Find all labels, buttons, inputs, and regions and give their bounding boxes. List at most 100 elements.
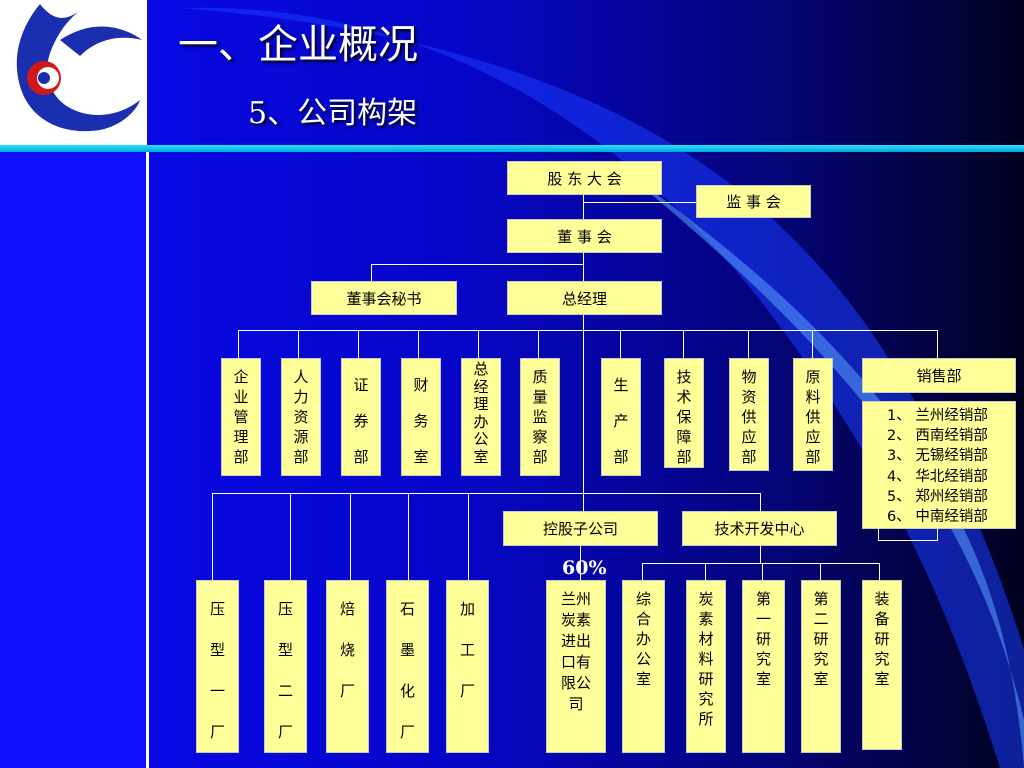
dept-enterprise-management: 企业管理部: [221, 358, 261, 476]
vertical-char: 部: [805, 448, 821, 466]
sales-office-item: 6、 中南经销部: [887, 509, 988, 526]
vertical-char: 一: [209, 682, 225, 700]
vertical-char: 务: [413, 412, 429, 430]
vertical-char: 口有: [560, 653, 591, 671]
vertical-char: 研: [874, 630, 890, 648]
tech-unit-lab-2: 第二研究室: [801, 580, 841, 753]
node-board-secretary: 董事会秘书: [311, 281, 457, 315]
vertical-char: 料: [805, 388, 821, 406]
vertical-char: 源: [293, 428, 309, 446]
dept-material-supply: 物资供应部: [729, 358, 769, 471]
vertical-char: 焙: [339, 600, 355, 618]
vertical-char: 保: [676, 408, 692, 426]
vertical-char: 资: [741, 388, 757, 406]
left-sidebar: [0, 146, 146, 768]
factory-graphitization: 石墨化厂: [386, 580, 429, 753]
vertical-char: 公: [473, 430, 489, 448]
sales-office-item: 1、 兰州经销部: [887, 408, 988, 424]
vertical-char: 监: [532, 408, 548, 426]
vertical-char: 理: [233, 428, 249, 446]
vertical-char: 室: [635, 670, 651, 688]
vertical-char: 二: [813, 610, 829, 628]
vertical-char: 烧: [339, 641, 355, 659]
vertical-char: 究: [874, 650, 890, 668]
vertical-char: 料: [698, 650, 714, 668]
vertical-char: 究: [813, 650, 829, 668]
vertical-char: 炭: [698, 590, 714, 608]
vertical-char: 研: [813, 630, 829, 648]
vertical-char: 人: [293, 368, 309, 386]
vertical-char: 理: [473, 395, 489, 413]
vertical-char: 供: [805, 408, 821, 426]
vertical-char: 材: [698, 630, 714, 648]
subsidiary-share-label: 60%: [562, 557, 607, 579]
vertical-char: 管: [233, 408, 249, 426]
vertical-char: 资: [293, 408, 309, 426]
dept-gm-office: 总经理办公室: [461, 358, 501, 476]
vertical-char: 综: [635, 590, 651, 608]
vertical-char: 素: [698, 610, 714, 628]
dept-human-resources: 人力资源部: [281, 358, 321, 476]
vertical-char: 备: [874, 610, 890, 628]
vertical-char: 部: [532, 448, 548, 466]
vertical-char: 究: [755, 650, 771, 668]
slide-subtitle: 5、公司构架: [248, 96, 418, 131]
vertical-char: 墨: [399, 641, 415, 659]
tech-unit-lab-1: 第一研究室: [742, 580, 785, 753]
dept-production: 生产部: [601, 358, 641, 476]
vertical-char: 型: [209, 641, 225, 659]
vertical-char: 加: [459, 600, 475, 618]
sales-office-item: 5、 郑州经销部: [887, 488, 988, 505]
vertical-char: 部: [613, 448, 629, 466]
vertical-char: 供: [741, 408, 757, 426]
vertical-char: 二: [277, 682, 293, 700]
vertical-char: 厂: [339, 682, 355, 700]
vertical-char: 量: [532, 388, 548, 406]
vertical-char: 第: [813, 590, 829, 608]
vertical-char: 部: [233, 448, 249, 466]
sidebar-divider: [146, 146, 149, 768]
vertical-char: 室: [755, 670, 771, 688]
node-subsidiary: 控股子公司: [503, 511, 658, 546]
vertical-char: 应: [741, 428, 757, 446]
vertical-char: 厂: [277, 723, 293, 741]
vertical-char: 压: [277, 600, 293, 618]
dept-technical-support: 技术保障部: [664, 358, 704, 468]
factory-pressing-1: 压型一厂: [196, 580, 239, 753]
company-logo-icon: [16, 4, 142, 132]
vertical-char: 企: [233, 368, 249, 386]
node-supervisors: 监 事 会: [696, 185, 811, 218]
vertical-char: 总: [473, 360, 489, 378]
vertical-char: 业: [233, 388, 249, 406]
node-sales: 销售部: [862, 358, 1016, 393]
vertical-char: 财: [413, 376, 429, 394]
vertical-char: 办: [473, 412, 489, 431]
vertical-char: 应: [805, 428, 821, 446]
vertical-char: 第: [755, 590, 771, 608]
vertical-char: 一: [755, 610, 771, 628]
vertical-char: 压: [209, 600, 225, 618]
vertical-char: 工: [459, 641, 475, 659]
vertical-char: 室: [874, 670, 890, 688]
vertical-char: 炭素: [560, 611, 591, 629]
factory-processing: 加工厂: [446, 580, 489, 753]
vertical-char: 石: [399, 600, 415, 618]
vertical-char: 证: [353, 376, 369, 394]
vertical-char: 部: [293, 448, 309, 466]
dept-finance: 财务室: [401, 358, 441, 476]
subsidiary-company: 兰州炭素进出口有限公司: [546, 580, 606, 753]
vertical-char: 经: [473, 377, 489, 396]
vertical-char: 司: [568, 695, 584, 713]
tech-unit-equipment-lab: 装备研究室: [862, 580, 902, 750]
factory-pressing-2: 压型二厂: [264, 580, 307, 753]
vertical-char: 技: [676, 368, 692, 386]
vertical-char: 物: [741, 368, 757, 386]
factory-baking: 焙烧厂: [326, 580, 369, 753]
node-tech-center: 技术开发中心: [682, 511, 837, 546]
vertical-char: 所: [698, 710, 714, 728]
vertical-char: 室: [473, 447, 489, 466]
tech-unit-carbon-institute: 炭素材料研究所: [686, 580, 726, 753]
vertical-char: 化: [399, 682, 415, 700]
